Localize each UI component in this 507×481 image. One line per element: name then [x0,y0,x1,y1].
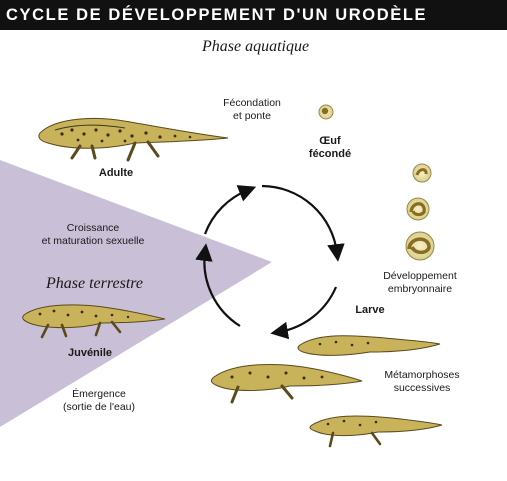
label-metamorphoses: Métamorphoses successives [384,369,460,394]
label-oeuf-feconde: Œuf fécondé [308,135,352,160]
cycle-arrows [195,184,345,340]
label-developpement: Développement embryonnaire [383,270,457,295]
label-emergence: Émergence (sortie de l'eau) [62,388,136,413]
aquatic-phase-title: Phase aquatique [202,38,310,55]
metamorphosis-larva-large [210,364,363,404]
fertilized-egg-illustration [318,104,334,120]
metamorphosis-larva-small [309,415,443,448]
terrestrial-zone [0,160,272,427]
title-bar: CYCLE DE DÉVELOPPEMENT D'UN URODÈLE [0,0,507,30]
adult-newt-illustration [38,117,229,162]
label-larve: Larve [355,304,385,316]
embryo-stages-illustration [405,163,435,261]
arrow-egg-to-larva [261,184,345,262]
diagram-title: CYCLE DE DÉVELOPPEMENT D'UN URODÈLE [6,6,428,24]
label-juvenile: Juvénile [67,347,113,359]
label-adulte: Adulte [98,167,134,179]
juvenile-newt-illustration [22,304,166,339]
arrow-adult-to-egg [203,185,257,235]
arrow-larva-to-juvenile [270,286,338,340]
terrestrial-phase-title: Phase terrestre [46,275,144,292]
label-fecondation: Fécondation et ponte [223,97,281,122]
label-croissance: Croissance et maturation sexuelle [41,222,145,247]
larva-illustration [297,335,441,356]
arrow-juvenile-to-adult [195,243,241,327]
